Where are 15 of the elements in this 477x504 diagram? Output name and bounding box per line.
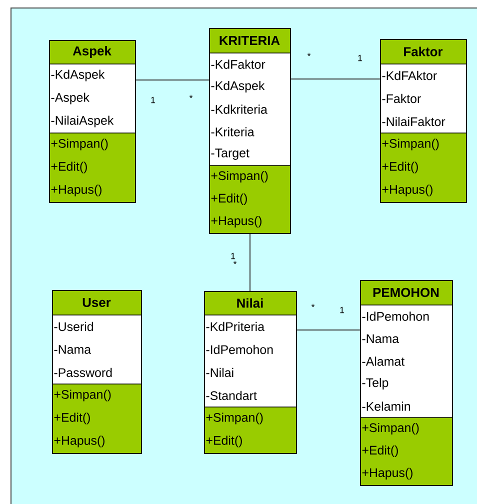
multiplicity-label: 1 — [358, 54, 362, 62]
multiplicity-label: 1 — [231, 252, 236, 260]
class-box: User -Userid -Nama -Password +Simpan() +Edit() +Hapus() — [52, 290, 142, 454]
multiplicity-label: * — [233, 260, 237, 264]
multiplicity-label: * — [189, 94, 193, 98]
multiplicity-label: 1 — [340, 306, 344, 314]
class-box: PEMOHON -IdPemohon -Nama -Alamat -Telp -Kelamin +Simpan() +Edit() +Hapus() — [360, 280, 453, 486]
association-line — [290, 78, 380, 80]
multiplicity-label: * — [311, 304, 315, 308]
multiplicity-label: * — [307, 52, 311, 56]
class-box: KRITERIA -KdFaktor -KdAspek -Kdkriteria -Kriteria -Target +Simpan() +Edit() +Hapus() — [208, 28, 291, 234]
class-box: Nilai -KdPriteria -IdPemohon -Nilai -Standart +Simpan() +Edit() — [204, 291, 297, 454]
class-box: Aspek -KdAspek -Aspek -NilaiAspek +Simpan() +Edit() +Hapus() — [48, 40, 136, 203]
multiplicity-label: 1 — [151, 96, 156, 104]
class-box: Faktor -KdFAktor -Faktor -NilaiFaktor +Simpan() +Edit() +Hapus() — [380, 39, 467, 203]
